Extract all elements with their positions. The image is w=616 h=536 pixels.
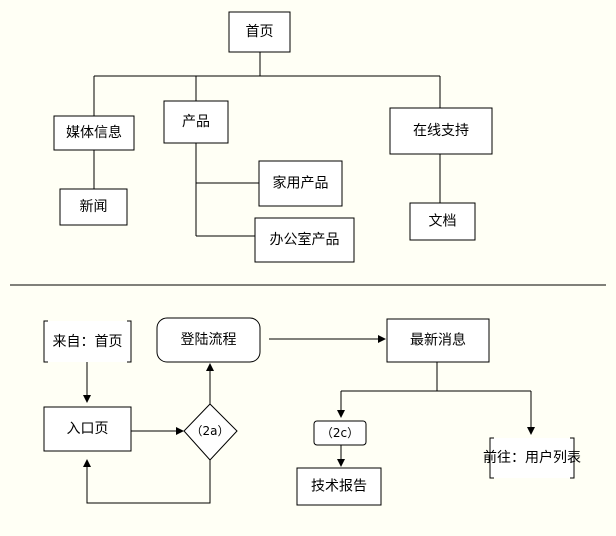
node-home-label: 首页	[246, 24, 274, 40]
sitemap-connectors	[93, 52, 441, 237]
node-decision-2a-label: （2a）	[191, 424, 230, 438]
node-docs-label: 文档	[429, 214, 457, 230]
node-ref-2c[interactable]: （2c）	[313, 420, 367, 446]
node-news[interactable]: 新闻	[59, 188, 128, 226]
node-ref-2c-label: （2c）	[321, 426, 359, 440]
flow-connectors	[83, 335, 535, 504]
node-latest-news-label: 最新消息	[410, 332, 466, 349]
node-latest-news[interactable]: 最新消息	[386, 318, 490, 363]
node-support[interactable]: 在线支持	[389, 107, 493, 155]
node-login-flow[interactable]: 登陆流程	[156, 317, 261, 363]
node-media[interactable]: 媒体信息	[53, 115, 135, 151]
node-from-home-label: 来自：首页	[53, 334, 123, 350]
sitemap-section: 首页 媒体信息 新闻 产品 家用产品 办公室产品 在线支持 文档	[53, 11, 493, 263]
node-support-label: 在线支持	[413, 123, 469, 139]
node-from-home[interactable]: 来自：首页	[43, 320, 132, 363]
node-home-products-label: 家用产品	[273, 175, 329, 192]
node-docs[interactable]: 文档	[409, 202, 476, 241]
flow-section: 来自：首页 入口页 登陆流程 （2a） 最新消息 （2c） 技术报告	[43, 317, 581, 506]
node-home[interactable]: 首页	[228, 11, 291, 53]
node-tech-report[interactable]: 技术报告	[296, 467, 382, 506]
node-entry-page-label: 入口页	[67, 421, 109, 437]
node-products[interactable]: 产品	[163, 100, 229, 144]
node-news-label: 新闻	[80, 199, 108, 215]
node-login-flow-label: 登陆流程	[181, 332, 237, 348]
node-office-products[interactable]: 办公室产品	[254, 217, 355, 263]
node-products-label: 产品	[182, 114, 210, 130]
node-goto-user-list-label: 前往：用户列表	[483, 449, 581, 466]
node-tech-report-label: 技术报告	[311, 479, 367, 495]
node-office-products-label: 办公室产品	[270, 231, 340, 248]
node-media-label: 媒体信息	[66, 124, 122, 141]
node-entry-page[interactable]: 入口页	[43, 406, 132, 452]
node-decision-2a[interactable]: （2a）	[183, 403, 238, 461]
node-goto-user-list[interactable]: 前往：用户列表	[483, 437, 581, 479]
node-home-products[interactable]: 家用产品	[258, 160, 343, 207]
